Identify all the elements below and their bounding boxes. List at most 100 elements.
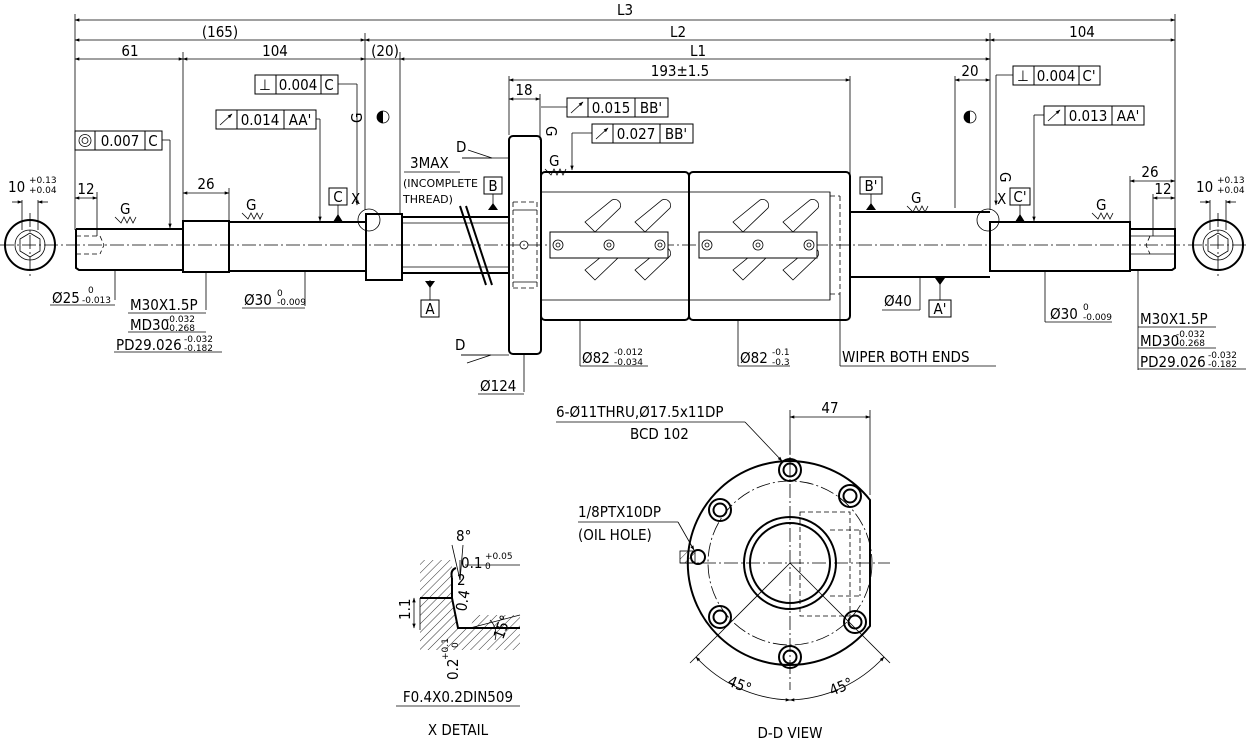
thread-right-pd-up: -0.032 — [1208, 351, 1237, 361]
fcf-runout-right-ref: AA' — [1117, 107, 1140, 125]
fcf-nut2-val: 0.027 — [617, 125, 656, 143]
datum-c-prime: C' — [1013, 188, 1026, 206]
dia-40: Ø40 — [884, 292, 912, 310]
thread-left-m: M30X1.5P — [130, 296, 198, 314]
thread-right-pd: PD29.026 — [1140, 353, 1206, 371]
dd-angle-2: 45° — [827, 674, 856, 700]
dia-25-up: 0 — [88, 286, 94, 296]
ball-nut — [508, 135, 851, 355]
dim-18: 18 — [515, 81, 532, 99]
dim-10-tol-lo-left: +0.04 — [29, 186, 57, 196]
dia-82-a: Ø82 — [582, 349, 610, 367]
detail-x-circle-left — [357, 208, 381, 232]
dia-124: Ø124 — [480, 377, 516, 395]
note-thread: THREAD) — [402, 193, 453, 206]
dim-61: 61 — [121, 42, 138, 60]
fcf-runout-right-val: 0.013 — [1069, 107, 1108, 125]
dim-10-tol-up-left: +0.13 — [29, 176, 57, 186]
fcf-perp-right-sym: ⊥ — [1017, 67, 1029, 85]
fcf-perp-right-val: 0.004 — [1037, 67, 1076, 85]
thread-left-md-lo: -0.268 — [166, 324, 195, 334]
thread-right-md: MD30 — [1140, 332, 1179, 350]
fcf-conc-val: 0.007 — [101, 132, 140, 150]
fcf-perp-left-val: 0.004 — [279, 76, 318, 94]
dia-30-right-lo: -0.009 — [1083, 313, 1112, 323]
xd-note: F0.4X0.2DIN509 — [403, 688, 513, 706]
note-wiper: WIPER BOTH ENDS — [842, 348, 970, 366]
dim-10-left: 10 — [8, 178, 25, 196]
fcf-concentricity: 0.007 C — [74, 130, 172, 229]
dia-82-a-up: -0.012 — [614, 348, 643, 358]
dd-view-title: D-D VIEW — [757, 724, 822, 742]
fcf-runout-left-val: 0.014 — [241, 111, 280, 129]
thread-left-md-up: -0.032 — [166, 315, 195, 325]
dia-30-right-up: 0 — [1083, 303, 1089, 313]
xd-0-4: 0.4 — [452, 588, 473, 612]
section-d-bottom: D — [455, 336, 465, 354]
fcf-perp-left-ref: C — [324, 76, 333, 94]
fcf-nut-runout-1: 0.015 BB' — [541, 97, 669, 118]
mark-g-5: G — [1096, 196, 1106, 214]
xd-0-1: 0.1 — [461, 554, 482, 572]
dia-30-right: Ø30 — [1050, 305, 1078, 323]
datum-b: B — [488, 177, 497, 195]
datum-b-prime: B' — [865, 177, 878, 195]
dim-3max: 3MAX — [410, 154, 449, 172]
fcf-nut1-ref: BB' — [640, 99, 662, 117]
local-dimensions: 12 26 26 12 3MAX (INCOMPLETE THREAD) D D — [74, 138, 1176, 364]
dim-20-paren: (20) — [371, 42, 399, 60]
top-dimensions: L3 (165) L2 104 61 104 (20) L1 193±1.5 1… — [74, 1, 1176, 230]
fcf-nut-runout-2: 0.027 BB' — [570, 123, 694, 171]
xd-0-2-lo: 0 — [451, 642, 461, 648]
fcf-runout-left: 0.014 AA' — [215, 109, 322, 222]
fcf-conc-ref: C — [148, 132, 157, 150]
dim-26-right: 26 — [1141, 163, 1158, 181]
mark-g-4: G — [911, 189, 921, 207]
xd-title: X DETAIL — [428, 721, 489, 739]
fcf-nut1-val: 0.015 — [592, 99, 631, 117]
thread-left-md: MD30 — [130, 316, 169, 334]
diameter-callouts: Ø25 0 -0.013 M30X1.5P MD30 -0.032 -0.268… — [50, 270, 1246, 395]
dd-oil-note: 1/8PTX10DP — [578, 503, 661, 521]
dim-12-right: 12 — [1154, 180, 1171, 198]
datum-a-prime: A' — [934, 300, 947, 318]
fcf-nut2-ref: BB' — [665, 125, 687, 143]
dim-10-right: 10 — [1196, 178, 1213, 196]
dim-l1: L1 — [690, 42, 706, 60]
detail-x-circle-right — [976, 208, 1000, 232]
fcf-perp-right-ref: C' — [1082, 67, 1095, 85]
datums: A A' B B' C X X C' — [328, 176, 1031, 318]
x-detail: 1.1 8° 0.1 +0.05 0 2 0.4 15° 0.2 +0.1 0 … — [396, 527, 521, 739]
dim-20: 20 — [961, 62, 978, 80]
thread-right-m: M30X1.5P — [1140, 310, 1208, 328]
fcf-perp-right: ⊥ 0.004 C' — [994, 65, 1101, 206]
dim-10-tol-up-right: +0.13 — [1217, 176, 1245, 186]
xd-8deg: 8° — [456, 527, 471, 545]
mark-x-left: X — [351, 190, 360, 208]
thread-left-pd-up: -0.032 — [184, 335, 213, 345]
xd-0-2-up: +0.1 — [441, 638, 451, 660]
fcf-runout-right: 0.013 AA' — [1032, 105, 1145, 222]
fcf-perp-left-sym: ⊥ — [259, 76, 271, 94]
mark-g-8: G — [996, 172, 1014, 182]
mark-g-7: G — [542, 126, 560, 136]
mark-g-2: G — [246, 196, 256, 214]
mark-x-right: X — [997, 190, 1006, 208]
xd-2: 2 — [457, 571, 466, 589]
dd-oil-note-2: (OIL HOLE) — [578, 526, 652, 544]
dia-82-b: Ø82 — [740, 349, 768, 367]
feature-control-frames: ⊥ 0.004 C ⊥ 0.004 C' 0.014 AA' 0.013 AA' — [74, 65, 1145, 229]
thread-right-pd-lo: -0.182 — [1208, 360, 1237, 370]
dd-view: 47 6-Ø11THRU,Ø17.5x11DP BCD 102 1/8PTX10… — [556, 399, 891, 742]
dia-82-a-lo: -0.034 — [614, 358, 643, 368]
dim-10-tol-lo-right: +0.04 — [1217, 186, 1245, 196]
mark-g-3: G — [549, 152, 559, 170]
dd-dim-47: 47 — [821, 399, 838, 417]
dim-104-left: 104 — [262, 42, 288, 60]
dia-82-b-up: -0.1 — [772, 348, 790, 358]
fcf-perp-left: ⊥ 0.004 C — [254, 74, 359, 206]
thread-left-pd-lo: -0.182 — [184, 344, 213, 354]
datum-c: C — [333, 188, 342, 206]
fcf-runout-left-ref: AA' — [289, 111, 312, 129]
